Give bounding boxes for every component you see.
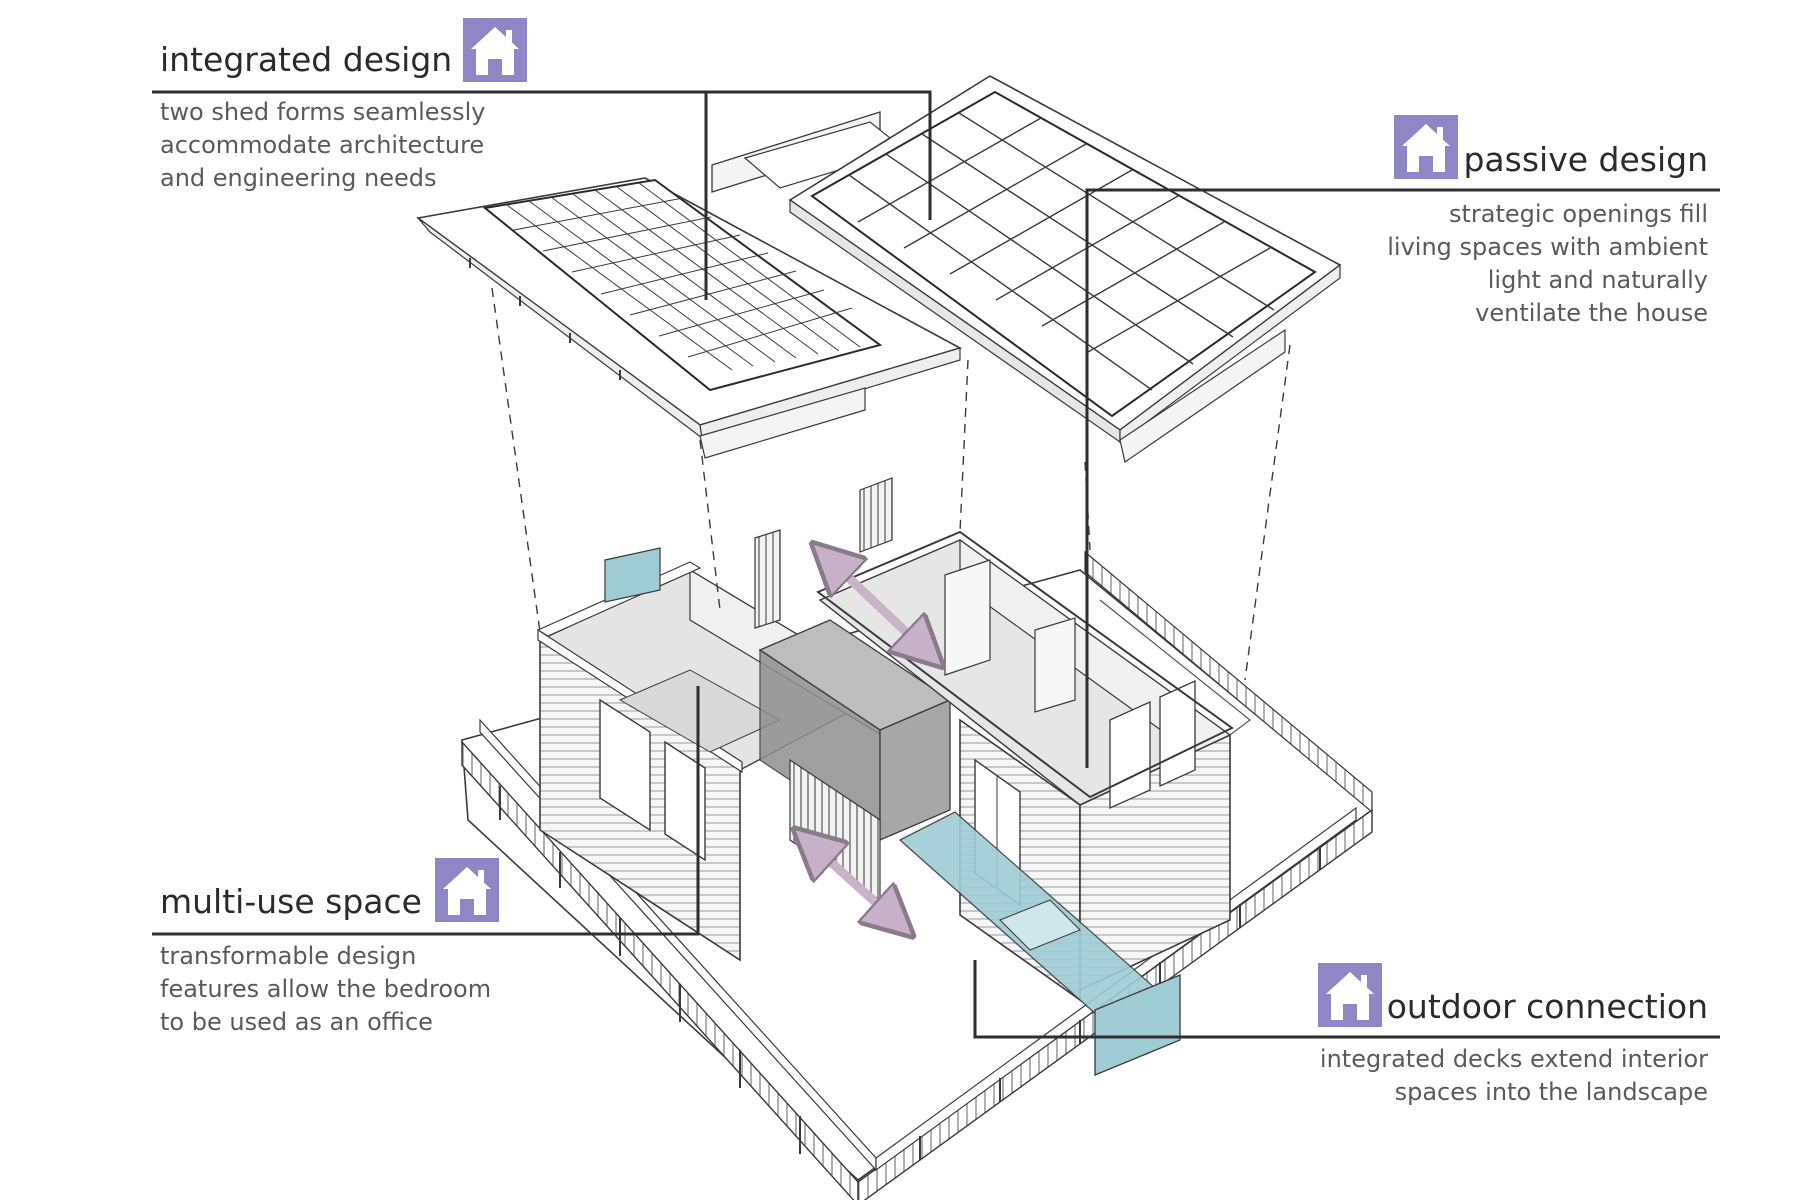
outdoor-connection-title: outdoor connection <box>1386 987 1708 1026</box>
outdoor-connection-description: integrated decks extend interior spaces … <box>1319 1045 1708 1106</box>
integrated-design-title: integrated design <box>160 40 453 79</box>
multi-use-space-title: multi-use space <box>160 882 422 921</box>
integrated-design-description: two shed forms seamlessly accommodate ar… <box>160 98 486 192</box>
movement-arrows <box>812 560 925 920</box>
passive-design-description: strategic openings fill living spaces wi… <box>1387 200 1708 327</box>
house-icon <box>463 18 527 82</box>
left-roof-solar <box>416 177 963 459</box>
projection-lines <box>491 287 1291 681</box>
house-icon <box>1394 115 1458 179</box>
house-icon <box>1318 963 1382 1027</box>
water-channel <box>898 811 1182 1076</box>
multi-use-space-description: transformable design features allow the … <box>160 942 492 1036</box>
callout-leaders <box>152 90 1720 1039</box>
passive-design-title: passive design <box>1463 140 1708 179</box>
house-icon <box>435 858 499 922</box>
right-roof-solar <box>711 75 1342 463</box>
